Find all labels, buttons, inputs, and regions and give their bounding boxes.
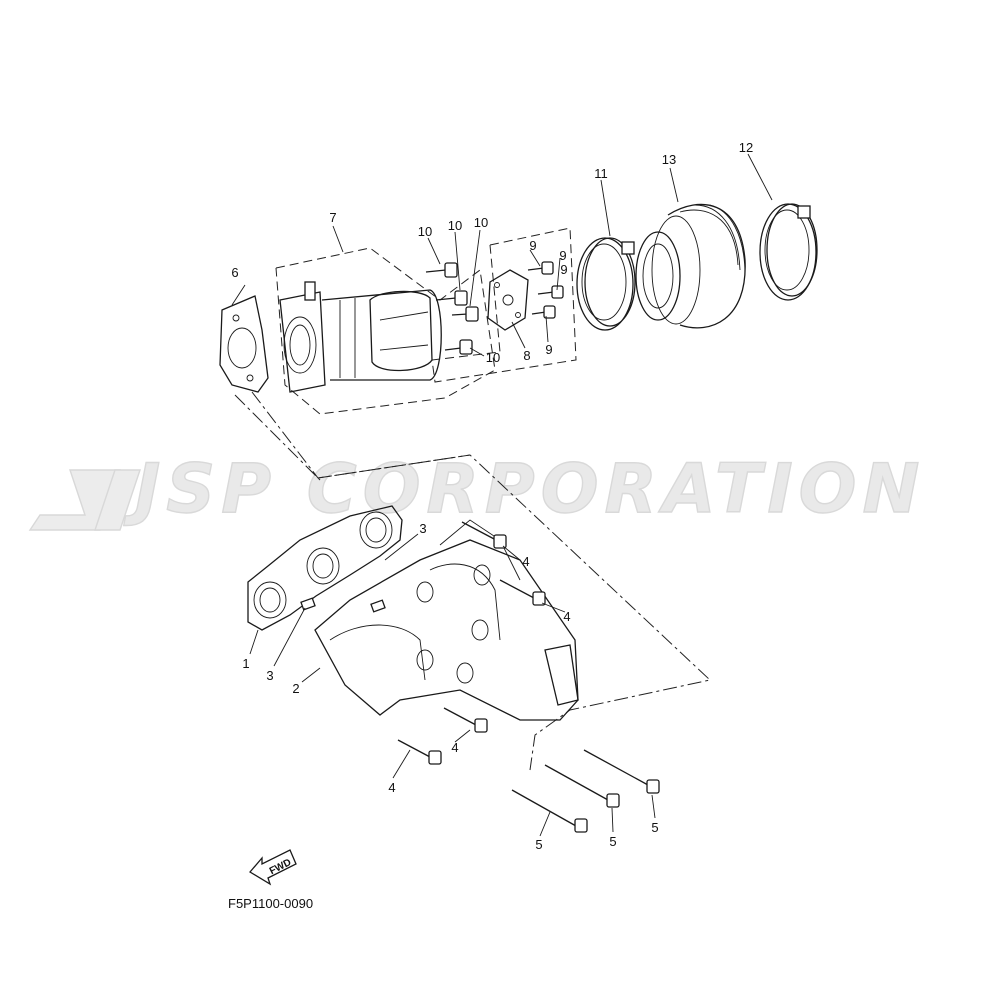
callout-4c: 4 — [451, 740, 458, 755]
bolt-10c — [451, 306, 479, 322]
callout-10c: 10 — [474, 215, 488, 230]
callout-10d: 10 — [486, 350, 500, 365]
bolts-10 — [425, 262, 479, 355]
bolt-10b — [435, 290, 468, 306]
fwd-arrow-icon: FWD — [249, 849, 297, 886]
callout-13: 13 — [662, 152, 676, 167]
callout-8: 8 — [523, 348, 530, 363]
callout-5a: 5 — [535, 837, 542, 852]
bolt-10d — [444, 339, 473, 355]
callout-labels: 1 2 3 3 4 4 4 4 5 5 5 6 7 8 9 9 9 9 10 1… — [231, 140, 753, 852]
callout-4a: 4 — [522, 554, 529, 569]
assembly-8-outline — [431, 227, 577, 383]
callout-7: 7 — [329, 210, 336, 225]
bolts-4 — [397, 521, 546, 765]
watermark-text: JSP CORPORATION — [123, 450, 925, 529]
gasket-6 — [219, 295, 269, 393]
bolts-9 — [527, 261, 564, 319]
callout-9b: 9 — [559, 248, 566, 263]
watermark-logo — [28, 469, 141, 531]
bolts-5 — [511, 749, 660, 833]
assembly-7-outline — [275, 247, 496, 415]
pipe-7 — [279, 281, 442, 393]
dowels-3 — [300, 597, 386, 613]
callout-3b: 3 — [266, 668, 273, 683]
callout-4b: 4 — [563, 609, 570, 624]
leader-lines — [231, 153, 773, 837]
reference-chain-lines — [234, 391, 712, 771]
bolt-10a — [425, 262, 458, 278]
callout-10b: 10 — [448, 218, 462, 233]
callout-11: 11 — [594, 166, 608, 181]
callout-1: 1 — [242, 656, 249, 671]
callout-4d: 4 — [388, 780, 395, 795]
callout-3a: 3 — [419, 521, 426, 536]
bracket-8 — [487, 269, 529, 331]
diagram-code: F5P1100-0090 — [228, 896, 313, 911]
callout-10a: 10 — [418, 224, 432, 239]
watermark: JSP CORPORATION — [28, 449, 925, 531]
callout-5c: 5 — [651, 820, 658, 835]
callout-12: 12 — [739, 140, 753, 155]
callout-5b: 5 — [609, 834, 616, 849]
callout-9c: 9 — [545, 342, 552, 357]
exhaust-manifold-2 — [247, 505, 579, 721]
callout-9a: 9 — [529, 238, 536, 253]
callout-9d: 9 — [560, 262, 567, 277]
clamp-12 — [759, 203, 818, 301]
callout-6: 6 — [231, 265, 238, 280]
hose-13 — [635, 203, 746, 329]
callout-2: 2 — [292, 681, 299, 696]
clamp-11 — [576, 237, 636, 331]
